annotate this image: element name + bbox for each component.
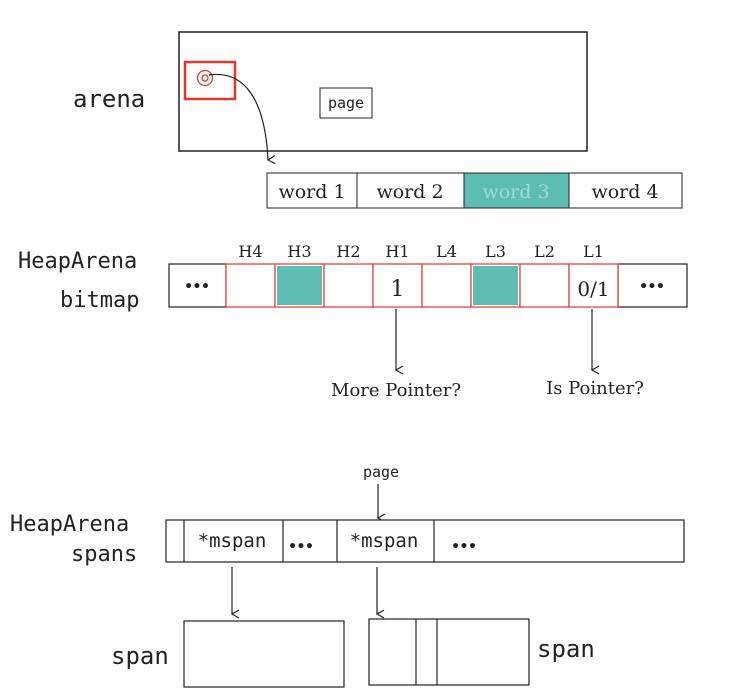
word-label-2: word 2 xyxy=(376,181,443,203)
bitmap-left-ellipsis: ••• xyxy=(184,279,209,295)
bitmap-header-l2: L2 xyxy=(534,242,555,261)
bitmap-cell-l2 xyxy=(519,263,570,308)
bitmap-label-line1: HeapArena xyxy=(18,249,137,274)
bitmap-cell-l1 xyxy=(568,263,619,308)
spans-label-line2: spans xyxy=(71,542,137,567)
word-label-1: word 1 xyxy=(278,181,345,203)
span-left-label: span xyxy=(111,642,169,670)
spans-label-line1: HeapArena xyxy=(10,512,129,537)
bitmap-header-h4: H4 xyxy=(238,242,262,261)
arena-page-box xyxy=(319,87,373,119)
bitmap-cell-h2 xyxy=(323,263,374,308)
word-label-3: word 3 xyxy=(482,181,549,203)
arena-pointer-highlight xyxy=(183,60,237,101)
spans-cell-mspan-1: *mspan xyxy=(198,530,267,552)
arena-page-label: page xyxy=(328,94,364,112)
bitmap-cell-h1 xyxy=(372,263,423,308)
bitmap-header-h3: H3 xyxy=(287,242,311,261)
word-cell-1 xyxy=(266,172,358,209)
spans-cell-ellipsis-1: ••• xyxy=(288,539,313,555)
spans-row: *mspan ••• *mspan ••• xyxy=(165,519,685,563)
concentric-circle-icon xyxy=(196,69,214,87)
is-pointer-label: Is Pointer? xyxy=(546,378,644,399)
more-pointer-label: More Pointer? xyxy=(331,380,461,401)
span-left-block xyxy=(183,620,345,688)
bitmap-value-h1: 1 xyxy=(391,277,405,302)
word-row: word 1 word 2 word 3 word 4 xyxy=(266,172,683,209)
arena-to-word-arrow xyxy=(208,73,268,160)
span-right-block xyxy=(368,618,530,686)
span-right-frame xyxy=(368,618,530,686)
word-cell-2 xyxy=(356,172,465,209)
bitmap-cell-l4 xyxy=(421,263,472,308)
word-cell-4 xyxy=(568,172,683,209)
bitmap-header-h1: H1 xyxy=(385,242,409,261)
bitmap-cell-h4 xyxy=(225,263,276,308)
span-right-label: span xyxy=(537,635,595,663)
bitmap-label-line2: bitmap xyxy=(60,288,139,313)
arena-label: arena xyxy=(73,85,145,113)
bitmap-header-l1: L1 xyxy=(583,242,604,261)
bitmap-value-l1: 0/1 xyxy=(577,277,609,301)
bitmap-header-l3: L3 xyxy=(485,242,506,261)
bitmap-cell-fill-l3 xyxy=(473,266,518,305)
bitmap-cell-fill-h3 xyxy=(277,266,322,305)
arena-box xyxy=(178,31,588,152)
spans-row-frame xyxy=(165,519,685,563)
bitmap-header-l4: L4 xyxy=(436,242,457,261)
spans-cell-ellipsis-2: ••• xyxy=(451,539,476,555)
word-label-4: word 4 xyxy=(591,181,658,203)
bitmap-right-ellipsis: ••• xyxy=(639,279,664,295)
bitmap-header-h2: H2 xyxy=(336,242,360,261)
spans-cell-mspan-2: *mspan xyxy=(350,530,419,552)
bitmap-row: ••• ••• H4 H3 H2 H1 1 L4 L3 L2 L1 0/1 xyxy=(168,242,688,308)
bitmap-bit-cells: H4 H3 H2 H1 1 L4 L3 L2 L1 0/1 xyxy=(225,242,619,308)
spans-page-label: page xyxy=(363,463,399,481)
bitmap-right-ellipsis-cell xyxy=(617,263,688,308)
